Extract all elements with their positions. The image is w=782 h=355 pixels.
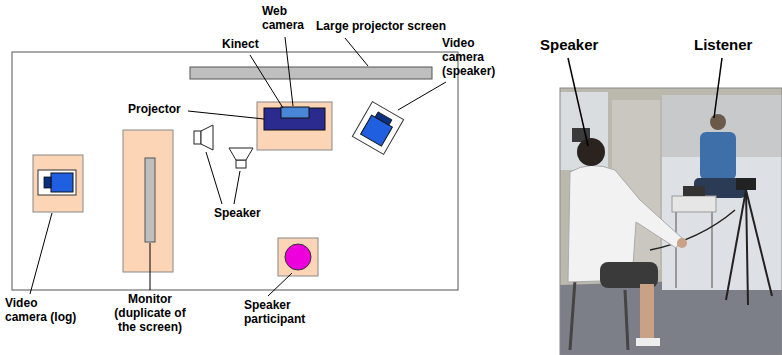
photo-speaker-shoe <box>636 338 660 346</box>
photo-listener-head <box>710 114 726 130</box>
part-label: Monitor (duplicate of the screen) <box>108 293 192 334</box>
part-label: Speaker participant <box>244 299 314 327</box>
photo-listener-body <box>700 132 736 180</box>
part-label: Projector <box>128 103 181 117</box>
photo-speaker-shin <box>640 284 654 340</box>
leader-line <box>188 111 264 119</box>
photo-chair-leg <box>625 290 628 350</box>
camera-body <box>51 173 73 192</box>
leader-line <box>345 38 368 66</box>
leader-lines <box>568 58 722 146</box>
leader-line <box>206 152 222 204</box>
photo-leg <box>675 212 677 288</box>
photo-camera <box>736 178 756 190</box>
photo-tripod-leg <box>726 190 746 300</box>
part-label: Kinect <box>222 38 259 52</box>
webcam-symbol <box>281 107 309 118</box>
speaker-cone <box>229 148 253 160</box>
speaker-box <box>194 131 201 144</box>
leader-line <box>398 82 446 110</box>
photo-wall <box>560 88 782 355</box>
leader-line <box>250 55 283 108</box>
loudspeaker-symbol <box>229 148 253 168</box>
photo-chair-leg <box>570 280 575 350</box>
photo-table-legs <box>676 212 712 288</box>
camera-lens <box>44 177 51 188</box>
camera-lens <box>375 112 392 125</box>
photo-tripod-leg <box>746 190 772 296</box>
projector-table <box>257 102 332 150</box>
part-label: Web camera <box>262 5 312 33</box>
photo-label: Speaker <box>540 36 598 53</box>
participant-seat <box>278 238 318 276</box>
projector-screen <box>190 67 432 79</box>
loudspeaker-symbol <box>194 125 213 150</box>
photo-chair <box>570 280 628 350</box>
camera-base <box>352 102 403 155</box>
part-label: Video camera (log) <box>5 297 81 325</box>
monitor-table <box>123 130 173 272</box>
leader-line <box>150 243 151 290</box>
photo-projector-table <box>672 196 716 212</box>
leader-lines <box>30 37 446 296</box>
leader-line <box>234 171 240 204</box>
kinect-symbol <box>264 108 325 130</box>
photo-leg <box>711 212 713 288</box>
part-label: Speaker <box>214 207 261 221</box>
leader-line <box>714 58 722 118</box>
leader-line <box>285 37 293 106</box>
photo-tripod-leg <box>746 190 748 305</box>
photo-projector <box>683 186 705 196</box>
photo-label: Listener <box>694 36 752 53</box>
camera-base <box>38 170 76 195</box>
speaker-cone <box>201 125 213 150</box>
camera-table <box>33 155 83 212</box>
photo-speaker-head <box>577 138 605 166</box>
leader-line <box>568 58 588 146</box>
part-label: Large projector screen <box>316 20 446 34</box>
photo-speaker-hand <box>677 238 687 248</box>
speaker-box <box>236 160 246 168</box>
photo-frame <box>560 88 782 355</box>
part-label: Video camera (speaker) <box>442 37 502 78</box>
monitor-symbol <box>145 158 155 242</box>
participant-marker <box>285 244 311 270</box>
video-camera-symbol <box>352 102 403 155</box>
leader-line <box>30 213 52 294</box>
leader-line <box>268 273 292 296</box>
photo <box>560 88 782 355</box>
room-outline <box>12 52 458 290</box>
photo-tripod <box>726 190 772 305</box>
